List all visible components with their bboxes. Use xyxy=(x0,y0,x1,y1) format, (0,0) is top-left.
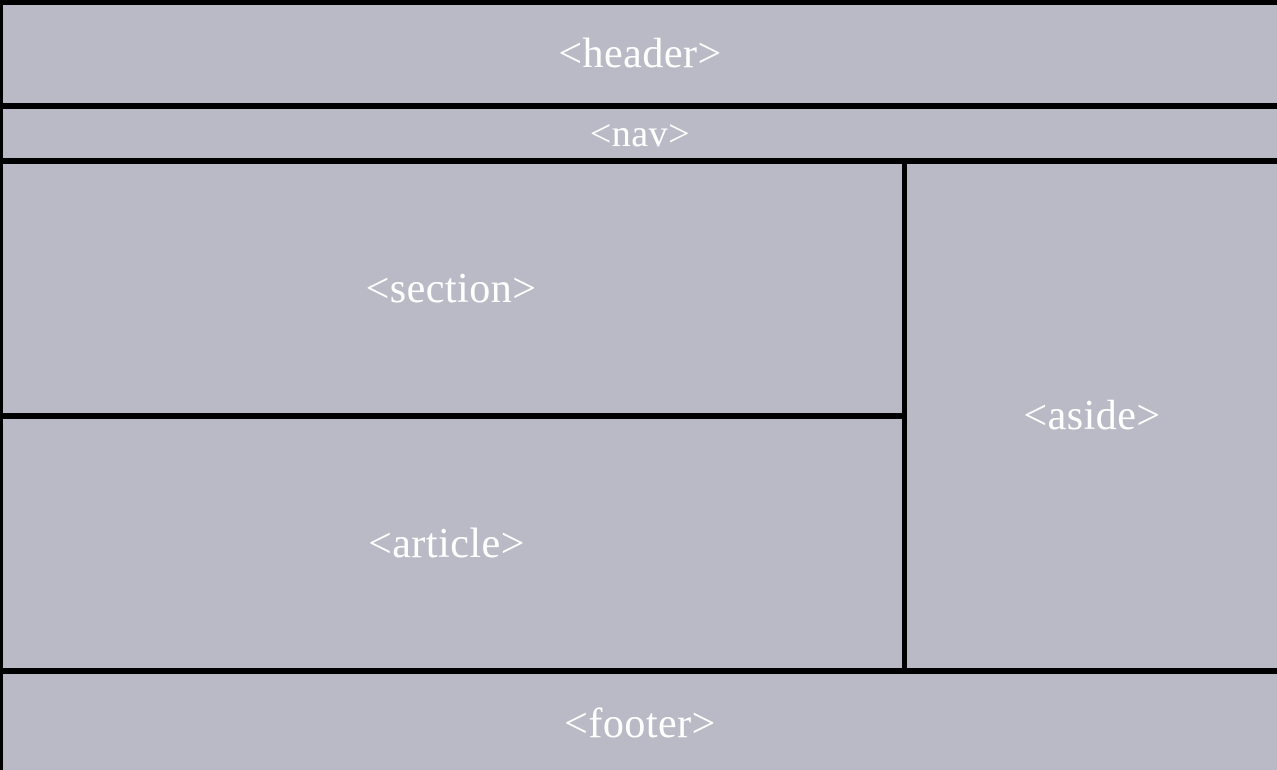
section-block: <section> xyxy=(3,164,902,413)
footer-label: <footer> xyxy=(564,701,716,747)
article-block: <article> xyxy=(3,419,902,668)
nav-label: <nav> xyxy=(589,112,691,155)
aside-label: <aside> xyxy=(1023,393,1161,439)
section-label: <section> xyxy=(365,265,537,312)
header-block: <header> xyxy=(3,5,1277,103)
article-label: <article> xyxy=(368,520,525,567)
header-label: <header> xyxy=(558,31,722,77)
aside-block: <aside> xyxy=(907,164,1277,668)
footer-block: <footer> xyxy=(3,674,1277,770)
nav-block: <nav> xyxy=(3,109,1277,158)
